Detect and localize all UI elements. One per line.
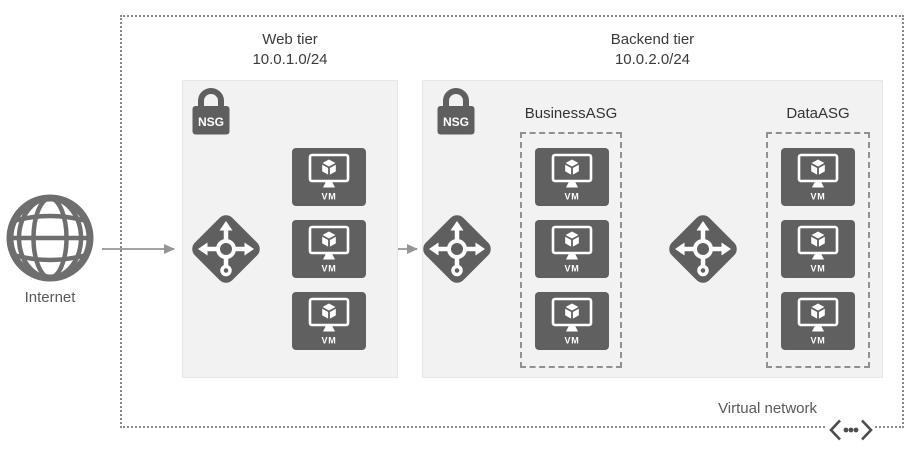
web-vm-2-icon: VM — [292, 220, 366, 278]
web-tier-title: Web tier 10.0.1.0/24 — [182, 30, 398, 70]
virtual-network-label: Virtual network — [718, 400, 817, 417]
business-load-balancer-icon — [417, 209, 497, 289]
data-vm-1-label: VM — [810, 192, 825, 202]
web-nsg-label: NSG — [198, 115, 224, 129]
web-vm-2-label: VM — [321, 264, 336, 274]
backend-tier-title: Backend tier 10.0.2.0/24 — [422, 30, 883, 70]
data-vm-3-icon: VM — [781, 292, 855, 350]
data-vm-2-icon: VM — [781, 220, 855, 278]
data-asg-label: DataASG — [786, 105, 850, 122]
web-vm-3-icon: VM — [292, 292, 366, 350]
web-nsg-lock-icon: NSG — [192, 86, 230, 136]
virtual-network-glyph — [827, 416, 875, 444]
angle-brackets-dots-icon — [829, 419, 873, 441]
data-load-balancer-icon — [663, 209, 743, 289]
backend-nsg-lock-icon: NSG — [437, 86, 475, 136]
internet-label: Internet — [24, 289, 76, 306]
business-vm-3-icon: VM — [535, 292, 609, 350]
web-tier-subnet-cidr: 10.0.1.0/24 — [252, 51, 328, 68]
backend-tier-subnet-cidr: 10.0.2.0/24 — [614, 51, 691, 68]
web-tier-name: Web tier — [262, 31, 318, 48]
business-vm-2-icon: VM — [535, 220, 609, 278]
web-load-balancer-icon — [186, 209, 266, 289]
business-asg-label: BusinessASG — [524, 105, 618, 122]
web-vm-3-label: VM — [321, 336, 336, 346]
virtual-network-boundary — [120, 15, 904, 428]
business-vm-3-label: VM — [564, 336, 579, 346]
data-vm-2-label: VM — [810, 264, 825, 274]
data-vm-1-icon: VM — [781, 148, 855, 206]
business-vm-1-icon: VM — [535, 148, 609, 206]
business-vm-2-label: VM — [564, 264, 579, 274]
globe-icon — [6, 194, 94, 282]
business-vm-1-label: VM — [564, 192, 579, 202]
business-asg-box — [520, 132, 622, 368]
data-asg-box — [766, 132, 870, 368]
data-vm-3-label: VM — [810, 336, 825, 346]
web-vm-1-label: VM — [321, 192, 336, 202]
backend-nsg-label: NSG — [443, 115, 469, 129]
web-vm-1-icon: VM — [292, 148, 366, 206]
backend-tier-name: Backend tier — [610, 31, 695, 48]
